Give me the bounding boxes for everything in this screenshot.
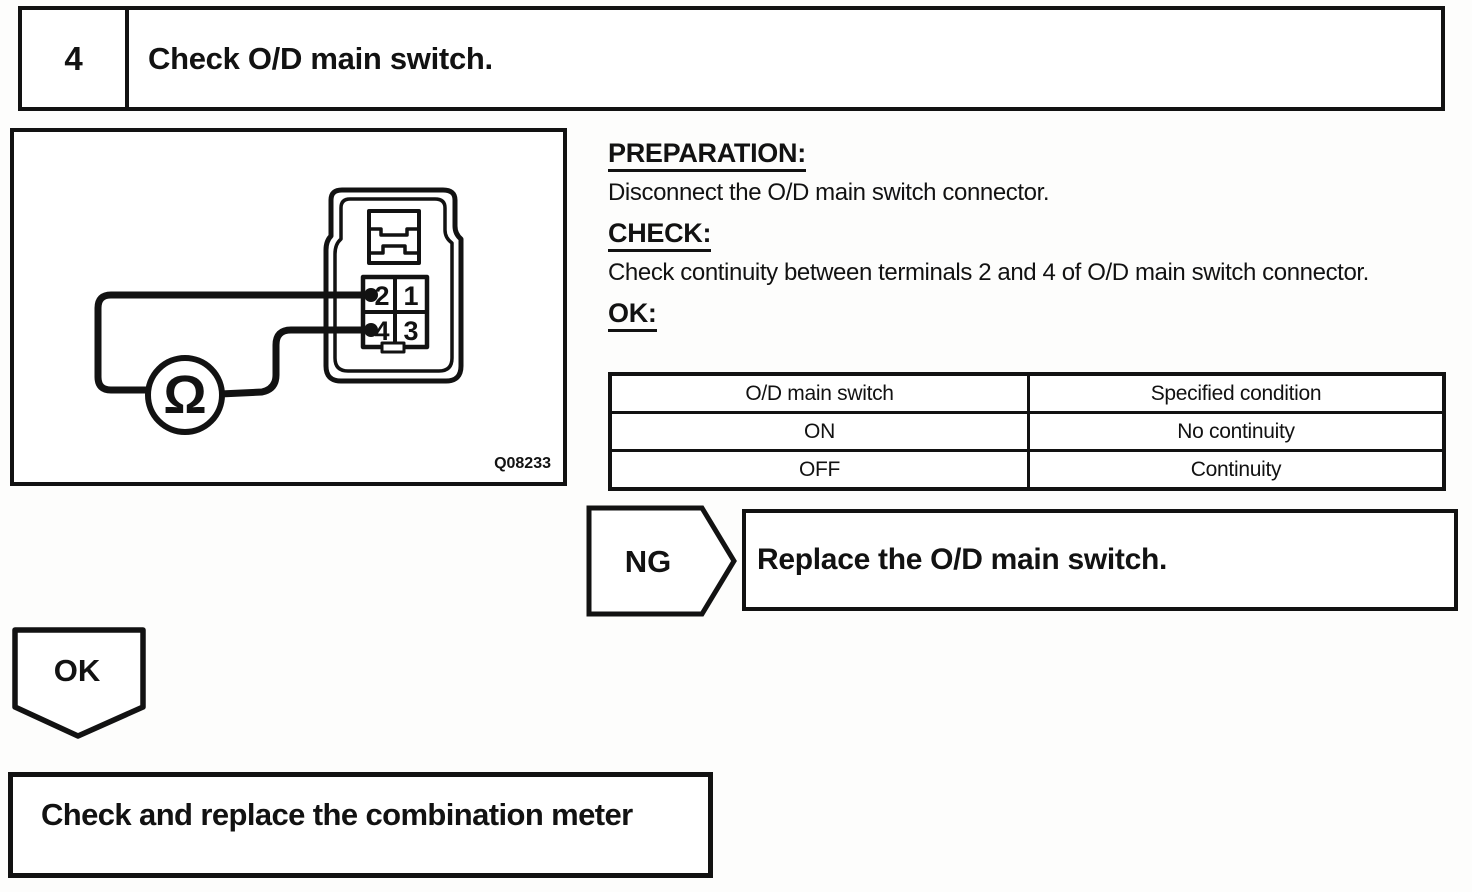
connector-latch-tab <box>367 209 421 265</box>
ohmmeter-icon <box>145 355 225 435</box>
ng-action-text: Replace the O/D main switch. <box>757 543 1168 576</box>
ok-heading: OK: <box>608 293 1453 333</box>
connector-inner-outline <box>333 197 454 373</box>
col-header-switch: O/D main switch <box>608 372 1030 414</box>
ok-arrow-icon: OK <box>12 627 146 739</box>
cell-switch-on: ON <box>608 411 1030 452</box>
probe-dot-terminal-2 <box>364 288 378 302</box>
preparation-text: Disconnect the O/D main switch connector… <box>608 179 1050 206</box>
ng-label: NG <box>625 544 672 579</box>
figure-code: Q08233 <box>494 455 551 472</box>
connector-outer-outline <box>323 187 464 384</box>
terminal-label-2: 2 <box>374 281 389 311</box>
terminal-label-1: 1 <box>403 281 418 311</box>
step-number: 4 <box>22 10 129 107</box>
probe-dot-terminal-4 <box>364 323 378 337</box>
connector-key-tab <box>380 341 406 354</box>
check-heading: CHECK: <box>608 213 1453 253</box>
preparation-heading: PREPARATION: <box>608 133 1453 173</box>
ok-action-text: Check and replace the combination meter <box>41 797 633 832</box>
table-row: ON No continuity <box>608 411 1446 452</box>
ok-label: OK <box>54 653 101 688</box>
cell-switch-off: OFF <box>608 449 1030 491</box>
ng-action-box: Replace the O/D main switch. <box>742 509 1458 611</box>
check-heading-text: CHECK: <box>608 218 712 252</box>
ok-heading-text: OK: <box>608 298 657 332</box>
preparation-heading-text: PREPARATION: <box>608 138 806 172</box>
test-figure: 2 1 4 3 Ω Q08233 <box>10 128 567 486</box>
col-header-condition: Specified condition <box>1027 372 1446 414</box>
cell-condition-on: No continuity <box>1027 411 1446 452</box>
latch-notch-upper <box>367 227 421 237</box>
table-header-row: O/D main switch Specified condition <box>608 372 1446 414</box>
ohm-symbol: Ω <box>163 365 206 425</box>
ng-arrow-icon: NG <box>586 505 737 617</box>
terminal-label-4: 4 <box>374 316 389 346</box>
test-lead-terminal-2 <box>94 291 370 394</box>
latch-notch-lower <box>367 244 421 255</box>
instructions: PREPARATION: Disconnect the O/D main swi… <box>608 133 1453 333</box>
connector-ohmmeter-diagram: 2 1 4 3 Ω Q08233 <box>94 187 551 472</box>
test-lead-terminal-4 <box>216 326 370 398</box>
table-row: OFF Continuity <box>608 449 1446 491</box>
terminal-label-3: 3 <box>403 316 418 346</box>
continuity-spec-table: O/D main switch Specified condition ON N… <box>608 372 1446 491</box>
step-title: Check O/D main switch. <box>148 40 493 76</box>
ok-action-box: Check and replace the combination meter <box>8 772 713 878</box>
cell-condition-off: Continuity <box>1027 449 1446 491</box>
check-text: Check continuity between terminals 2 and… <box>608 259 1369 286</box>
step-header: 4 Check O/D main switch. <box>18 6 1445 111</box>
